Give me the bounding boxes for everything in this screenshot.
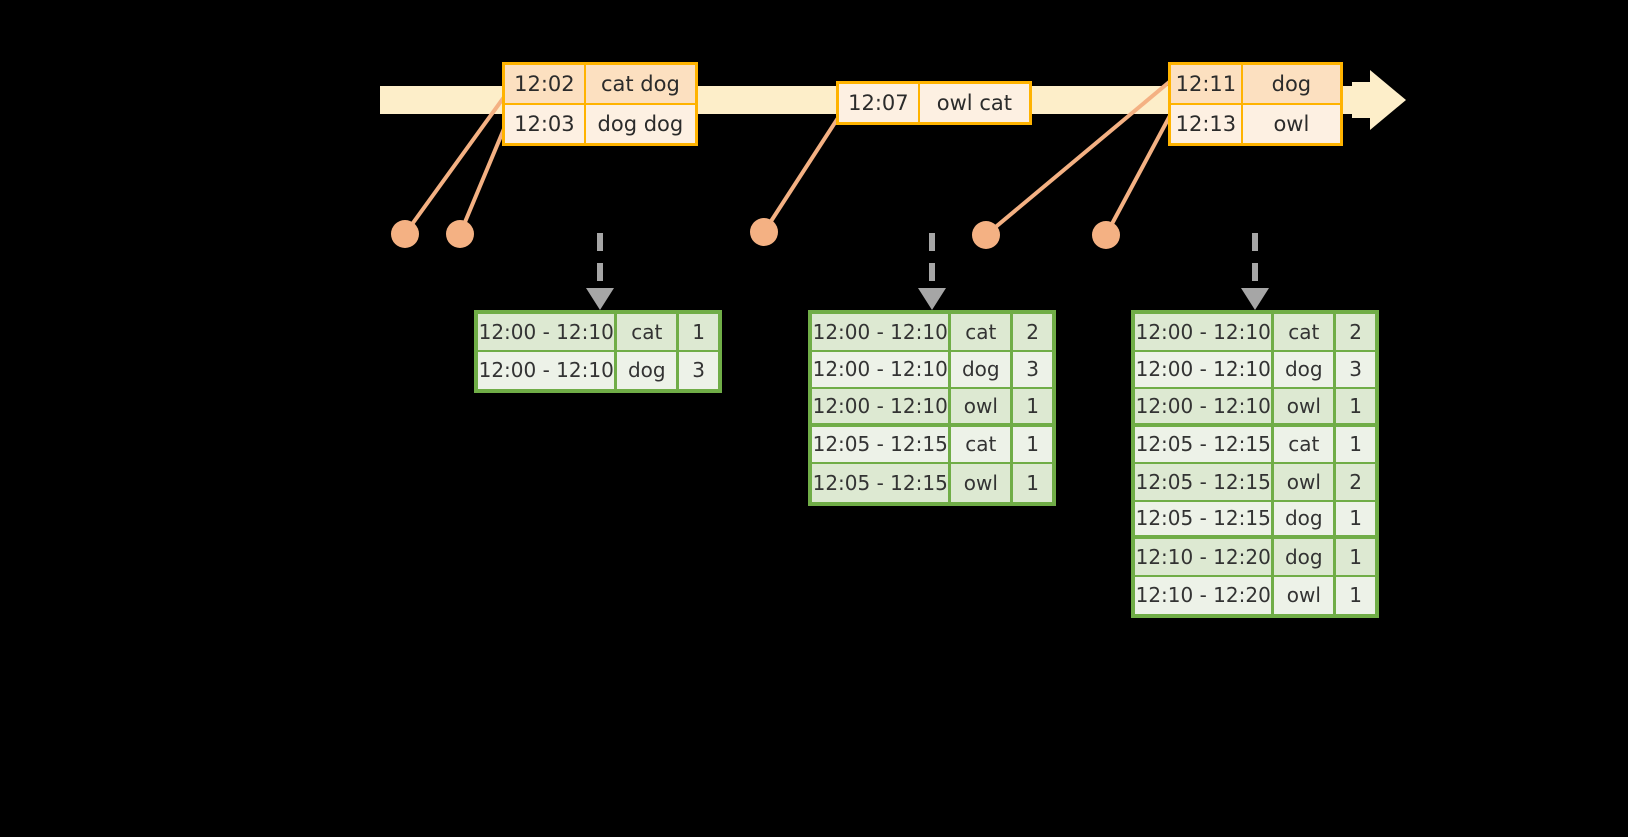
event-row: 12:13 owl [1171,103,1340,143]
cell-window: 12:05 - 12:15 [812,426,952,464]
event-dot-2 [446,220,474,248]
cell-window: 12:05 - 12:15 [1135,426,1275,464]
cell-word: dog [1274,539,1337,577]
cell-count: 1 [1336,389,1375,427]
cell-word: dog [1274,351,1337,389]
cell-count: 1 [679,314,718,352]
cell-window: 12:05 - 12:15 [1135,464,1275,502]
cell-window: 12:10 - 12:20 [1135,576,1275,614]
cell-count: 2 [1336,464,1375,502]
event-row: 12:03 dog dog [505,103,695,143]
cell-window: 12:00 - 12:10 [1135,389,1275,427]
down-arrows [586,233,1269,310]
event-text: owl [1242,105,1340,143]
cell-count: 1 [1013,389,1052,427]
cell-window: 12:05 - 12:15 [812,464,952,502]
event-time: 12:03 [505,105,586,143]
event-dot-5 [1092,221,1120,249]
cell-window: 12:00 - 12:10 [812,389,952,427]
event-time: 12:07 [839,84,920,122]
cell-word: dog [951,351,1014,389]
cell-word: cat [1274,314,1337,352]
cell-count: 3 [1013,351,1052,389]
cell-count: 1 [1336,539,1375,577]
cell-word: owl [1274,389,1337,427]
timeline-arrowhead-icon [1370,70,1406,130]
event-box-3: 12:11 dog 12:13 owl [1168,62,1343,146]
cell-count: 3 [1336,351,1375,389]
event-box-1: 12:02 cat dog 12:03 dog dog [502,62,698,146]
down-arrow-2-head [918,288,946,310]
cell-word: cat [951,314,1014,352]
event-box-2: 12:07 owl cat [836,81,1032,125]
cell-count: 1 [1013,426,1052,464]
cell-count: 3 [679,351,718,389]
cell-count: 1 [1336,576,1375,614]
event-row: 12:02 cat dog [505,65,695,103]
cell-word: cat [1274,426,1337,464]
cell-window: 12:00 - 12:10 [1135,351,1275,389]
cell-word: owl [1274,464,1337,502]
event-time: 12:02 [505,65,586,103]
event-row: 12:11 dog [1171,65,1340,103]
event-dot-1 [391,220,419,248]
cell-count: 1 [1336,426,1375,464]
cell-window: 12:00 - 12:10 [812,314,952,352]
cell-count: 1 [1013,464,1052,502]
cell-word: owl [951,464,1014,502]
cell-count: 2 [1336,314,1375,352]
event-row: 12:07 owl cat [839,84,1029,122]
cell-word: cat [617,314,680,352]
cell-word: cat [951,426,1014,464]
event-text: owl cat [919,84,1029,122]
cell-window: 12:10 - 12:20 [1135,539,1275,577]
cell-word: owl [1274,576,1337,614]
event-text: cat dog [585,65,695,103]
cell-window: 12:00 - 12:10 [478,351,618,389]
cell-window: 12:05 - 12:15 [1135,501,1275,539]
cell-count: 1 [1336,501,1375,539]
event-text: dog [1242,65,1340,103]
event-dot-4 [972,221,1000,249]
connector-line-5 [1104,109,1175,236]
event-text: dog dog [585,105,695,143]
cell-word: owl [951,389,1014,427]
down-arrow-3-head [1241,288,1269,310]
down-arrow-1-head [586,288,614,310]
connector-line-2 [458,123,508,235]
cell-count: 2 [1013,314,1052,352]
event-time: 12:11 [1171,65,1243,103]
cell-window: 12:00 - 12:10 [478,314,618,352]
cell-window: 12:00 - 12:10 [812,351,952,389]
event-dots [391,218,1120,249]
cell-word: dog [1274,501,1337,539]
event-time: 12:13 [1171,105,1243,143]
event-dot-3 [750,218,778,246]
cell-word: dog [617,351,680,389]
cell-window: 12:00 - 12:10 [1135,314,1275,352]
